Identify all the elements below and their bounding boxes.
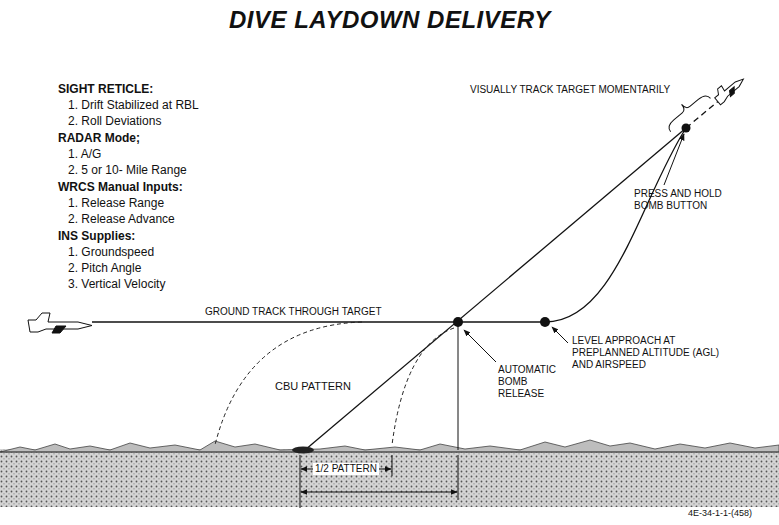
callout-text: AUTOMATIC BOMB RELEASE	[498, 364, 570, 400]
callout-text: VISUALLY TRACK TARGET MOMENTARILY	[470, 84, 670, 96]
path-shape	[664, 134, 684, 185]
figure-number: 4E-34-1-1-(458)	[686, 508, 754, 519]
rect-shape	[0, 449, 779, 507]
list-item: 2. Roll Deviations	[68, 114, 161, 128]
list-item: 1. A/G	[68, 147, 101, 161]
path-shape	[215, 322, 362, 445]
list-heading: SIGHT RETICLE:	[58, 82, 153, 96]
list-item: 2. 5 or 10- Mile Range	[68, 163, 187, 177]
ground	[0, 440, 779, 507]
dimension-label: 1/2 PATTERN	[313, 463, 379, 475]
line-shape	[686, 98, 722, 128]
diagram-title: DIVE LAYDOWN DELIVERY	[229, 6, 551, 35]
list-item: 1. Release Range	[68, 196, 164, 210]
flight-path	[92, 98, 722, 450]
callout-text: PRESS AND HOLD BOMB BUTTON	[634, 188, 730, 212]
path-shape	[392, 328, 454, 445]
pattern-label: CBU PATTERN	[275, 380, 351, 393]
list-heading: WRCS Manual Inputs:	[58, 180, 183, 194]
line-shape	[458, 322, 459, 450]
path-shape	[28, 313, 92, 332]
path-shape	[727, 87, 737, 97]
list-item: 3. Vertical Velocity	[68, 277, 165, 291]
list-item: 1. Groundspeed	[68, 245, 154, 259]
circle-shape	[453, 317, 463, 327]
line-shape	[0, 452, 779, 453]
list-heading: INS Supplies:	[58, 229, 135, 243]
path-shape	[545, 128, 686, 322]
line-shape	[301, 492, 457, 493]
path-shape	[552, 327, 568, 343]
list-heading: RADAR Mode;	[58, 131, 140, 145]
ellipse-shape	[292, 447, 314, 454]
path-shape	[464, 330, 496, 362]
aircraft-top	[711, 72, 746, 105]
aircraft-left	[28, 313, 92, 333]
circle-shape	[540, 317, 550, 327]
list-item: 1. Drift Stabilized at RBL	[68, 98, 199, 112]
path-shape	[52, 326, 66, 333]
dimensions	[300, 455, 458, 508]
circle-shape	[682, 124, 691, 133]
callout-text: LEVEL APPROACH AT PREPLANNED ALTITUDE (A…	[572, 335, 722, 371]
list-item: 2. Release Advance	[68, 212, 175, 226]
line-shape	[300, 455, 301, 508]
cbu-trajectory	[215, 322, 454, 445]
line-shape	[392, 455, 393, 476]
line-shape	[305, 128, 686, 450]
path-shape	[711, 72, 746, 105]
line-shape	[458, 455, 459, 500]
list-item: 2. Pitch Angle	[68, 261, 141, 275]
line-shape	[92, 321, 545, 322]
path-shape	[0, 440, 779, 452]
points	[292, 124, 691, 454]
track-label: GROUND TRACK THROUGH TARGET	[205, 306, 382, 318]
leader-lines	[464, 88, 710, 362]
